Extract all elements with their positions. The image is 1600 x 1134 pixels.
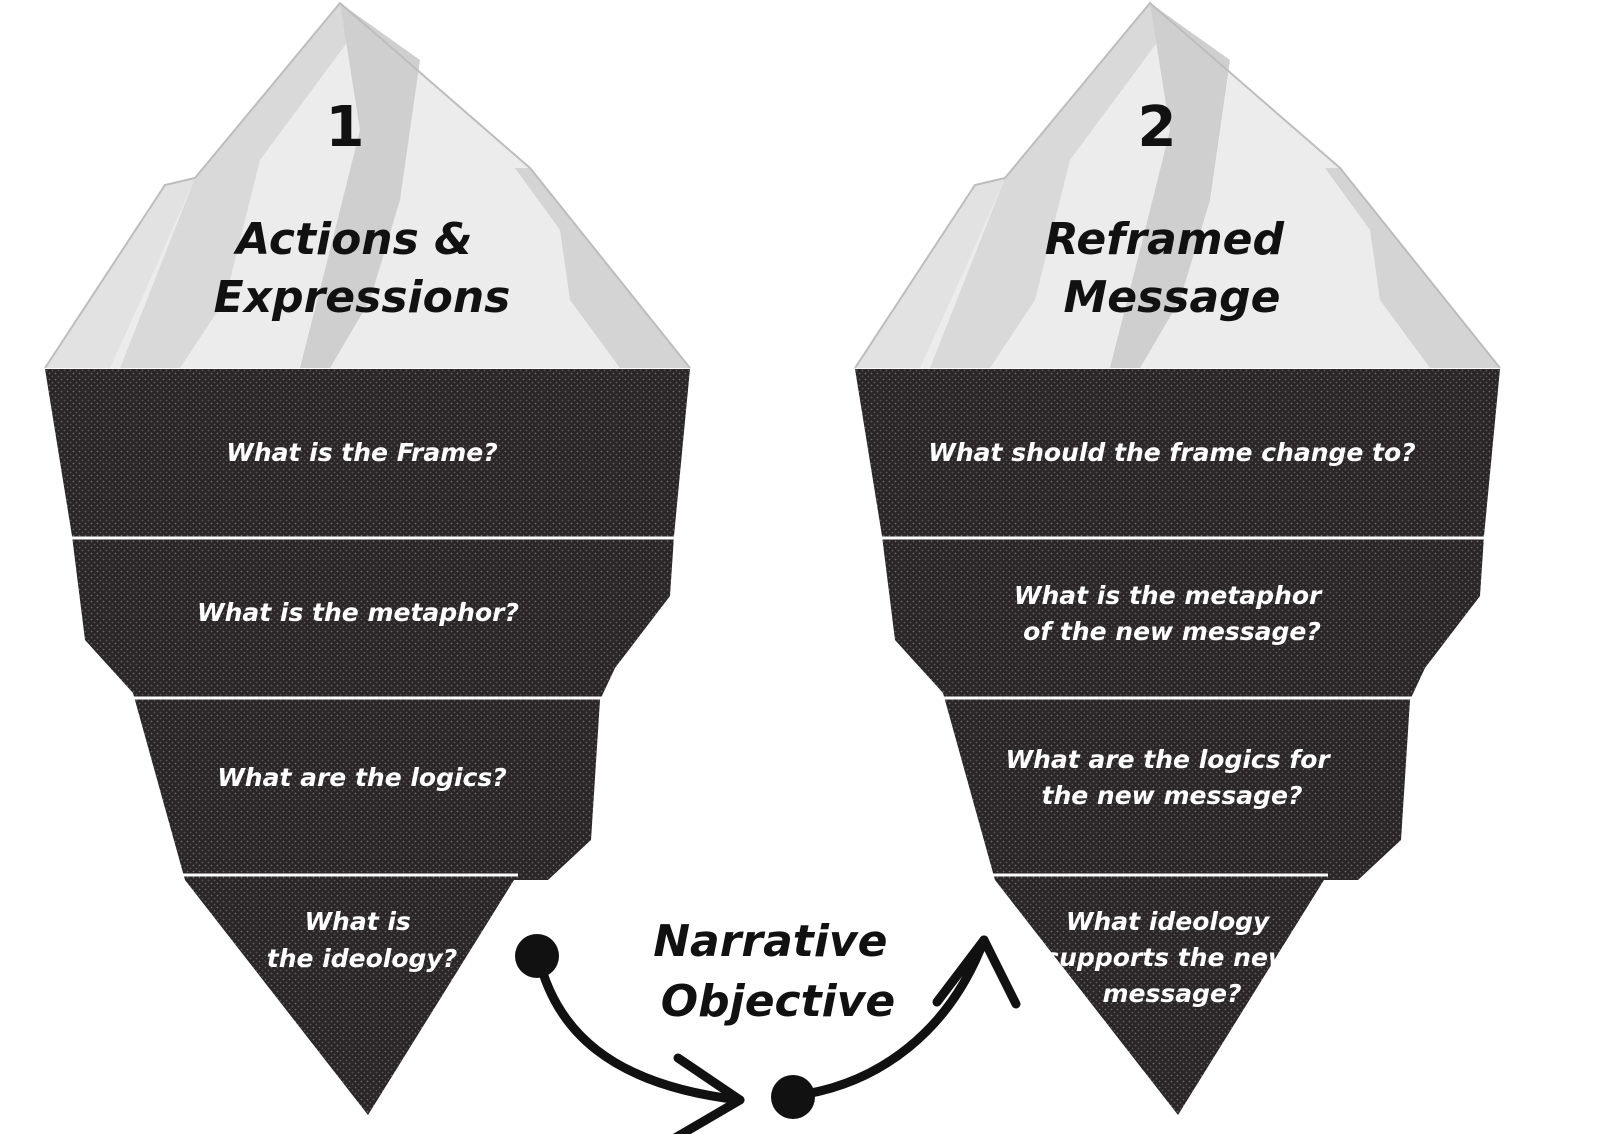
layer-question: What is the ideology? (267, 907, 457, 973)
connector-start-dot (515, 934, 559, 978)
narrative-objective-label: Narrative Objective (653, 916, 903, 1027)
title-line: Actions & (233, 214, 472, 265)
arrow-head-left (672, 1053, 745, 1134)
narrative-connector (533, 935, 1021, 1134)
layer-question: What is the metaphor? (197, 598, 519, 627)
iceberg-right-underwater (855, 369, 1500, 1115)
connector-end-dot (771, 1075, 815, 1119)
layer-question: What is the Frame? (226, 438, 498, 467)
iceberg-right-number: 2 (1138, 95, 1177, 160)
title-line: Expressions (214, 272, 511, 323)
iceberg-right (854, 1, 1501, 1115)
layer-question: What should the frame change to? (928, 438, 1415, 467)
layer-question: What are the logics for the new message? (1006, 745, 1339, 810)
iceberg-left-tip (44, 1, 691, 369)
arrow-curve-right (788, 935, 989, 1101)
iceberg-left-underwater (45, 369, 690, 1115)
arrow-curve-left (533, 950, 745, 1105)
iceberg-left (44, 1, 691, 1115)
layer-question: What ideology supports the new message? (1044, 907, 1299, 1008)
iceberg-right-title: Reframed Message (1045, 214, 1300, 323)
title-line: Message (1063, 272, 1280, 323)
iceberg-left-title: Actions & Expressions (214, 214, 511, 323)
iceberg-left-number: 1 (326, 95, 365, 160)
layer-question: What is the metaphor of the new message? (1014, 581, 1330, 646)
arrow-head-right (932, 935, 1021, 1009)
iceberg-right-tip (854, 1, 1501, 369)
title-line: Reframed (1045, 214, 1285, 265)
layer-question: What are the logics? (217, 763, 507, 792)
